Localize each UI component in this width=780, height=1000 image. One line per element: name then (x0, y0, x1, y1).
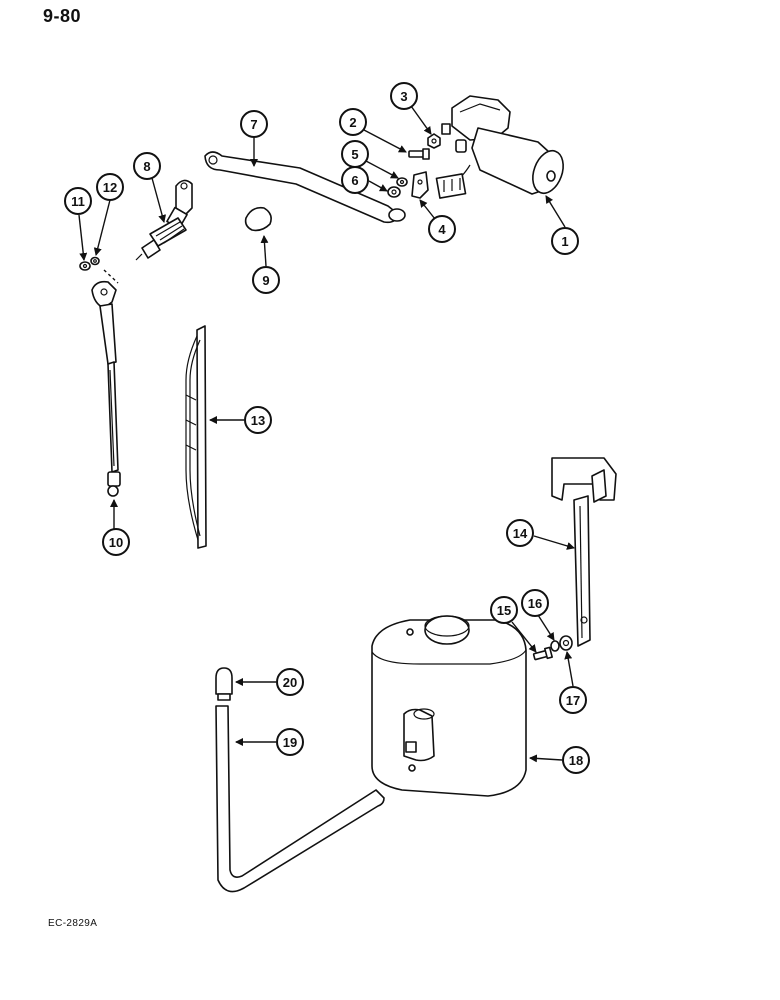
wiper-motor (435, 95, 564, 199)
svg-text:6: 6 (351, 173, 358, 188)
svg-text:9: 9 (262, 273, 269, 288)
mounting-bracket-14 (551, 457, 617, 647)
svg-text:20: 20 (283, 675, 297, 690)
svg-text:14: 14 (513, 526, 528, 541)
callout-1: 1 (551, 227, 579, 255)
svg-text:4: 4 (438, 222, 446, 237)
callout-11: 11 (64, 187, 92, 215)
washer-16 (550, 640, 560, 652)
svg-text:12: 12 (103, 180, 117, 195)
nut-6 (387, 186, 401, 198)
callout-17: 17 (559, 686, 587, 714)
washer-nozzle-20 (215, 667, 233, 701)
callout-7: 7 (240, 110, 268, 138)
callout-18: 18 (562, 746, 590, 774)
pivot-shaft-8 (135, 179, 193, 261)
page-number: 9-80 (43, 6, 82, 26)
callout-19: 19 (276, 728, 304, 756)
callout-6: 6 (341, 166, 369, 194)
callout-12: 12 (96, 173, 124, 201)
washer-reservoir-18 (371, 615, 527, 797)
svg-text:13: 13 (251, 413, 265, 428)
callout-16: 16 (521, 589, 549, 617)
callout-15: 15 (490, 596, 518, 624)
svg-text:8: 8 (143, 159, 150, 174)
svg-text:10: 10 (109, 535, 123, 550)
bracket-4 (411, 171, 429, 199)
callout-8: 8 (133, 152, 161, 180)
washer-hose-19 (215, 705, 385, 893)
svg-text:5: 5 (351, 147, 358, 162)
callout-13: 13 (244, 406, 272, 434)
callout-10: 10 (102, 528, 130, 556)
svg-text:3: 3 (400, 89, 407, 104)
leader-lines (78, 105, 575, 763)
svg-text:11: 11 (71, 194, 85, 209)
callout-5: 5 (341, 140, 369, 168)
wiper-blade-13 (185, 325, 207, 549)
bolt-15 (532, 646, 553, 661)
cap-9 (244, 206, 272, 232)
svg-text:17: 17 (566, 693, 580, 708)
nut-17 (559, 635, 573, 651)
svg-text:16: 16 (528, 596, 542, 611)
drawing-code: EC-2829A (48, 918, 98, 929)
svg-text:18: 18 (569, 753, 583, 768)
svg-text:1: 1 (561, 234, 568, 249)
callout-4: 4 (428, 215, 456, 243)
wiper-arm-10 (91, 269, 121, 497)
callout-9: 9 (252, 266, 280, 294)
nut-11 (79, 261, 91, 271)
svg-text:19: 19 (283, 735, 297, 750)
bolt-2 (408, 148, 430, 160)
svg-text:7: 7 (250, 117, 257, 132)
callout-2: 2 (339, 108, 367, 136)
linkage-rod-7 (204, 151, 406, 224)
callout-3: 3 (390, 82, 418, 110)
callout-20: 20 (276, 668, 304, 696)
svg-text:2: 2 (349, 115, 356, 130)
svg-text:15: 15 (497, 603, 511, 618)
washer-12 (90, 256, 100, 266)
callout-14: 14 (506, 519, 534, 547)
washer-5 (396, 177, 408, 187)
nut-3 (427, 133, 441, 149)
